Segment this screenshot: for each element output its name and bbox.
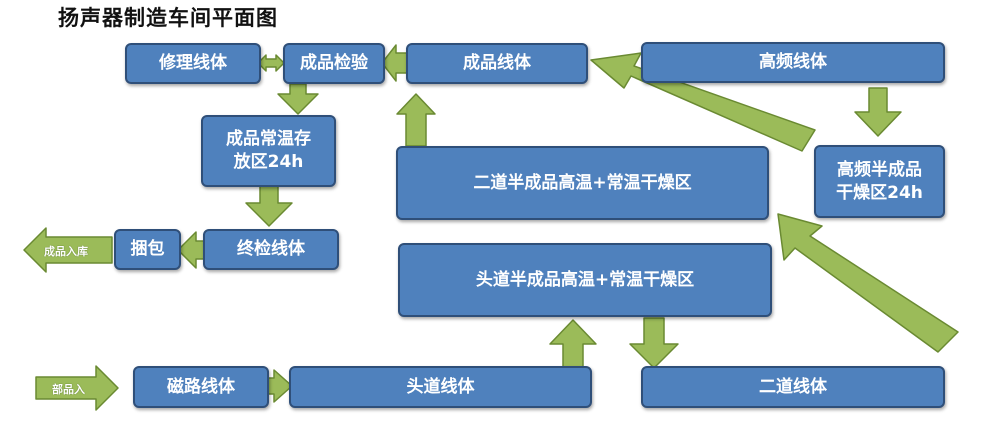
box-hf-dry-zone-label-1: 高频半成品 [837, 159, 922, 180]
box-second-dry-zone: 二道半成品高温+常温干燥区 [396, 146, 769, 220]
box-product-inspection-label: 成品检验 [300, 53, 368, 74]
parts-in-label: 部品入 [52, 383, 85, 396]
box-magnetic-line-label: 磁路线体 [167, 376, 235, 397]
box-repair-line: 修理线体 [125, 43, 261, 84]
box-first-dry-zone-label: 头道半成品高温+常温干燥区 [475, 269, 695, 290]
box-second-line: 二道线体 [641, 366, 945, 408]
box-storage-area-label-2: 放区24h [233, 152, 304, 172]
box-packing-label: 捆包 [130, 239, 165, 260]
box-magnetic-line: 磁路线体 [133, 366, 269, 408]
arrow-hf-to-dry [854, 87, 902, 137]
box-second-dry-zone-label: 二道半成品高温+常温干燥区 [473, 172, 692, 193]
box-repair-line-label: 修理线体 [159, 53, 227, 74]
box-final-inspection: 终检线体 [203, 229, 339, 270]
arrow-parts-in [35, 365, 119, 411]
box-product-inspection: 成品检验 [283, 43, 385, 84]
box-packing: 捆包 [114, 229, 181, 270]
box-hf-dry-zone: 高频半成品 干燥区24h [814, 145, 945, 218]
page-title: 扬声器制造车间平面图 [58, 6, 278, 30]
box-final-inspection-label: 终检线体 [237, 239, 305, 260]
arrow-first-to-dry1 [549, 319, 597, 371]
arrow-second-to-hfdry [777, 213, 959, 353]
arrow-storage-to-final [245, 185, 293, 227]
arrow-final-to-packing [177, 231, 207, 269]
arrow-repair-inspection [257, 54, 285, 72]
arrow-inspection-to-storage [277, 83, 319, 115]
box-finished-line: 成品线体 [406, 43, 588, 84]
box-storage-area: 成品常温存 放区24h [201, 115, 336, 187]
box-storage-area-label-1: 成品常温存 [226, 129, 311, 150]
arrow-dry1-to-second [629, 317, 679, 369]
box-hf-dry-zone-label-2: 干燥区24h [836, 182, 923, 203]
box-second-line-label: 二道线体 [759, 376, 827, 397]
box-hf-line: 高频线体 [641, 42, 945, 83]
box-finished-line-label: 成品线体 [463, 53, 531, 74]
box-first-line: 头道线体 [289, 366, 592, 408]
arrow-warehouse-out [23, 227, 113, 273]
box-first-dry-zone: 头道半成品高温+常温干燥区 [398, 243, 772, 317]
box-first-line-label: 头道线体 [406, 376, 475, 397]
warehouse-in-label: 成品入库 [44, 245, 88, 258]
box-hf-line-label: 高频线体 [759, 52, 827, 73]
arrow-dry2-to-finished [396, 93, 436, 147]
